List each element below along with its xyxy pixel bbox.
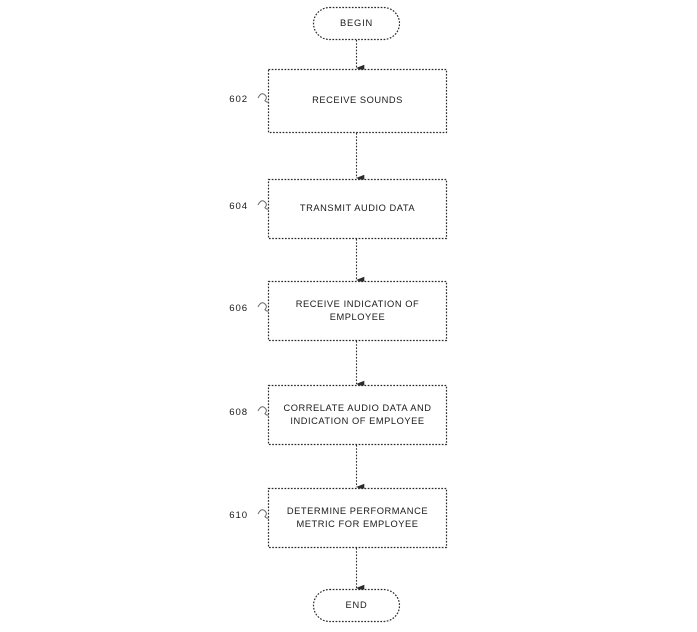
node-606-receive-indication-of-employee[interactable]: [268, 281, 447, 341]
node-shape-layer: [267, 6, 448, 623]
reference-leader-layer: [257, 93, 269, 519]
reference-numeral-606: 606: [229, 303, 248, 314]
reference-numeral-602: 602: [229, 94, 248, 105]
leader-squiggle-610: [257, 509, 269, 519]
reference-numeral-608: 608: [229, 407, 248, 418]
leader-squiggle-606: [257, 302, 269, 312]
process-shape-606: [267, 280, 448, 342]
process-shape-604: [267, 178, 448, 240]
node-610-determine-performance-metric-for-employee[interactable]: [268, 488, 447, 548]
node-begin[interactable]: [313, 7, 400, 40]
terminator-shape-end: [312, 588, 401, 623]
node-608-correlate-audio-data-and-indication-of-employee[interactable]: [268, 385, 447, 445]
process-shape-602: [267, 68, 448, 134]
terminator-shape-begin: [312, 6, 401, 41]
node-602-receive-sounds[interactable]: [268, 69, 447, 133]
process-shape-610: [267, 487, 448, 549]
node-end[interactable]: [313, 589, 400, 622]
leader-squiggle-602: [257, 93, 269, 103]
reference-numeral-610: 610: [229, 510, 248, 521]
leader-squiggle-604: [257, 200, 269, 210]
process-shape-608: [267, 384, 448, 446]
leader-squiggle-608: [257, 406, 269, 416]
node-604-transmit-audio-data[interactable]: [268, 179, 447, 239]
reference-numeral-604: 604: [229, 201, 248, 212]
